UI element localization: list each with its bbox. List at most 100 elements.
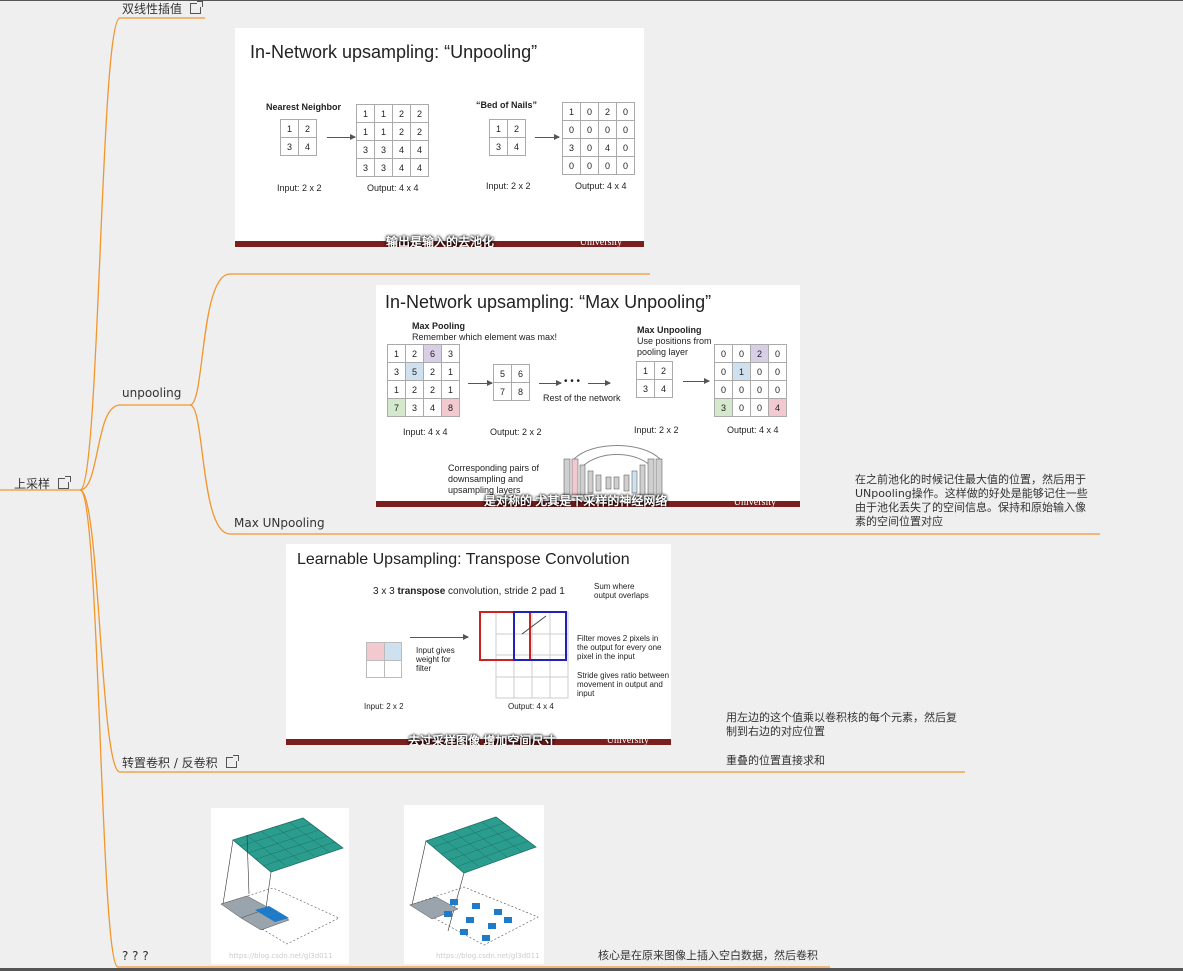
slide-footer — [376, 501, 800, 507]
pairs-line-1: Corresponding pairs of — [448, 463, 540, 473]
sum-label-2: output overlaps — [594, 591, 649, 600]
filter-line-1: Filter moves 2 pixels in — [577, 634, 659, 643]
caption-input: Input: 2 x 2 — [364, 702, 404, 711]
unpooling-slide: In-Network upsampling: “Unpooling” Neare… — [235, 28, 644, 247]
dilated-conv-image: https://blog.csdn.net/gl3d011 — [404, 805, 544, 964]
bon-label: “Bed of Nails” — [476, 100, 538, 110]
unknown-note: 核心是在原来图像上插入空白数据，然后卷积 — [598, 949, 818, 962]
stride-line-2: movement in output and — [577, 680, 663, 689]
footer-text: University — [579, 237, 622, 247]
branch-max-unpooling[interactable]: Max UNpooling — [234, 516, 325, 530]
note-line: 由于池化丢失了的空间信息。保持和原始输入像 — [855, 501, 1086, 514]
branch-transpose-label: 转置卷积 / 反卷积 — [122, 756, 218, 770]
rest-of-network: Rest of the network — [543, 393, 621, 403]
max-unpool-note: 在之前池化的时候记住最大值的位置，然后用于 UNpooling操作。这样做的好处… — [855, 473, 1088, 529]
external-link-icon[interactable] — [225, 755, 239, 768]
arrow-icon — [410, 634, 469, 640]
transpose-conv-diagram: https://blog.csdn.net/gl3d011 — [220, 817, 344, 960]
transpose-desc: 3 x 3 transpose convolution, stride 2 pa… — [373, 586, 565, 597]
branch-unknown[interactable]: ? ? ? — [122, 949, 149, 963]
max-unpooling-slide: In-Network upsampling: “Max Unpooling” M… — [376, 285, 800, 507]
external-link-icon[interactable] — [190, 1, 204, 14]
input-caption: Input: 2 x 2 — [277, 183, 322, 193]
maxpool-subtext: Remember which element was max! — [412, 332, 558, 342]
branch-transpose[interactable]: 转置卷积 / 反卷积 — [122, 754, 239, 771]
branch-unpooling[interactable]: unpooling — [122, 386, 181, 400]
filter-line-2: the output for every one — [577, 643, 662, 652]
transpose-conv-slide: Learnable Upsampling: Transpose Convolut… — [286, 544, 671, 745]
note-line: 在之前池化的时候记住最大值的位置，然后用于 — [855, 473, 1086, 486]
transpose-conv-image: https://blog.csdn.net/gl3d011 — [211, 808, 349, 964]
arrow-icon — [327, 134, 356, 140]
caption-output: Output: 4 x 4 — [508, 702, 554, 711]
arrow-icon — [683, 378, 710, 384]
input-gives-1: Input gives — [416, 646, 455, 655]
bottom-border — [0, 968, 1183, 971]
unpool-subtext-2: pooling layer — [637, 347, 689, 357]
external-link-icon[interactable] — [58, 476, 72, 489]
arrow-icon — [588, 380, 611, 386]
input-gives-3: filter — [416, 664, 432, 673]
slide-title: In-Network upsampling: “Max Unpooling” — [385, 292, 712, 312]
slide-footer — [235, 241, 644, 247]
caption-input-2x2: Input: 2 x 2 — [634, 425, 679, 435]
watermark: https://blog.csdn.net/gl3d011 — [229, 952, 333, 960]
branch-unpooling-label: unpooling — [122, 386, 182, 400]
input-2x2-grid — [366, 642, 402, 678]
video-subtitle: 去过采样图像 增加空间尺寸 — [408, 734, 556, 745]
output-caption: Output: 4 x 4 — [575, 181, 627, 191]
video-subtitle: 是对称的 尤其是下采样的神经网络 — [484, 494, 668, 507]
stride-line-1: Stride gives ratio between — [577, 671, 670, 680]
video-subtitle: 输出是输入的去池化 — [386, 235, 495, 247]
footer-text: University — [733, 497, 776, 507]
output-caption: Output: 4 x 4 — [367, 183, 419, 193]
filter-line-3: pixel in the input — [577, 652, 635, 661]
note-line: 素的空间位置对应 — [855, 515, 943, 528]
unpool-heading: Max Unpooling — [637, 325, 702, 335]
unpool-subtext-1: Use positions from — [637, 336, 712, 346]
pairs-line-3: upsampling layers — [448, 485, 521, 495]
input-caption: Input: 2 x 2 — [486, 181, 531, 191]
arrow-icon — [468, 380, 493, 386]
branch-unknown-label: ? ? ? — [122, 949, 149, 963]
branch-bilinear[interactable]: 双线性插值 — [122, 0, 204, 17]
top-border — [0, 0, 1183, 1]
branch-bilinear-label: 双线性插值 — [122, 2, 183, 16]
input-gives-2: weight for — [416, 655, 451, 664]
pairs-line-2: downsampling and — [448, 474, 524, 484]
watermark: https://blog.csdn.net/gl3d011 — [436, 952, 540, 960]
caption-output-4x4: Output: 4 x 4 — [727, 425, 779, 435]
slide-title: In-Network upsampling: “Unpooling” — [250, 42, 538, 62]
encoder-decoder-diagram — [563, 445, 663, 498]
maxpool-heading: Max Pooling — [412, 321, 466, 331]
footer-text: University — [606, 735, 649, 745]
transpose-note-2: 重叠的位置直接求和 — [726, 754, 825, 767]
root-node[interactable]: 上采样 — [14, 475, 72, 492]
dilated-conv-diagram: https://blog.csdn.net/gl3d011 — [409, 816, 540, 960]
note-line: UNpooling操作。这样做的好处是能够记住一些 — [855, 487, 1088, 500]
output-4x4-grid — [479, 611, 569, 699]
branch-max-unpooling-label: Max UNpooling — [234, 516, 325, 530]
slide-footer — [286, 739, 671, 745]
dots: • • • — [564, 376, 581, 387]
note-line: 用左边的这个值乘以卷积核的每个元素，然后复 — [726, 711, 957, 724]
slide-title: Learnable Upsampling: Transpose Convolut… — [297, 551, 630, 568]
caption-output-2x2: Output: 2 x 2 — [490, 427, 542, 437]
caption-input-4x4: Input: 4 x 4 — [403, 427, 448, 437]
stride-line-3: input — [577, 689, 595, 698]
arrow-icon — [539, 380, 562, 386]
note-line: 制到右边的对应位置 — [726, 725, 825, 738]
transpose-note-1: 用左边的这个值乘以卷积核的每个元素，然后复 制到右边的对应位置 — [726, 711, 957, 739]
arrow-icon — [535, 134, 560, 140]
root-label: 上采样 — [14, 477, 51, 491]
sum-label-1: Sum where — [594, 582, 635, 591]
